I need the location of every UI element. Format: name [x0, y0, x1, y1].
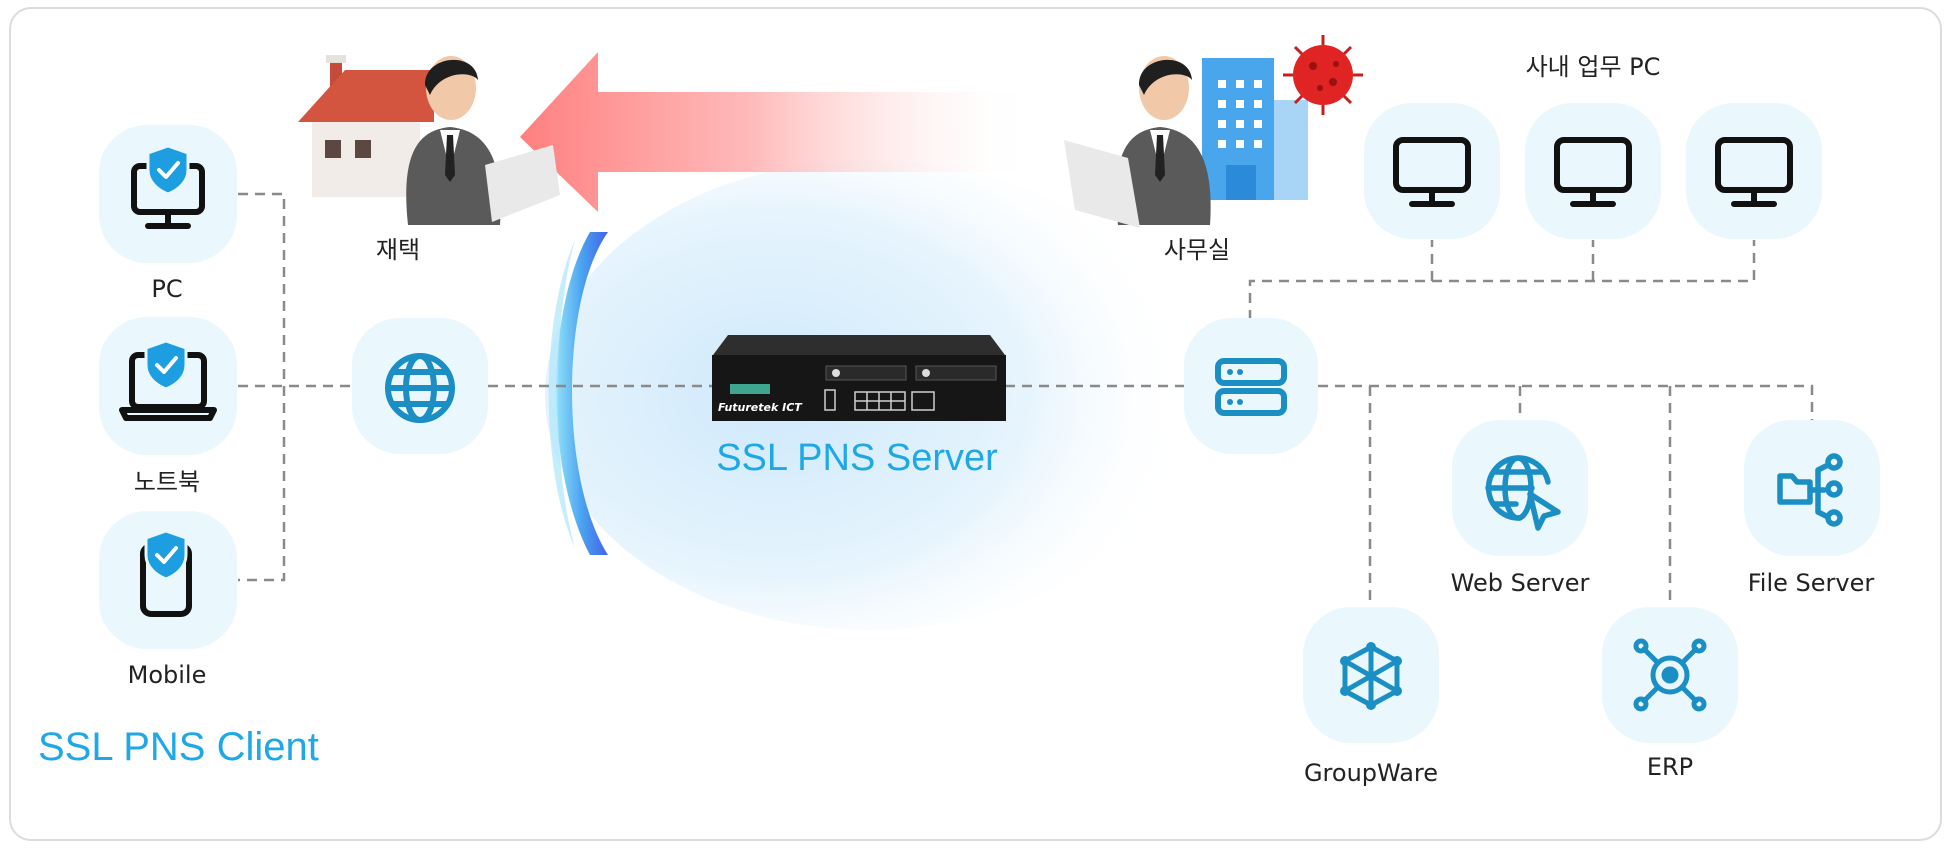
notebook-label: 노트북: [134, 468, 200, 496]
file-server-label: File Server: [1748, 569, 1875, 597]
mobile-node[interactable]: [99, 511, 237, 649]
gateway-server-node[interactable]: [1184, 318, 1318, 454]
worker-person-icon: [406, 56, 560, 225]
groupware-node[interactable]: [1303, 607, 1439, 743]
notebook-node[interactable]: [99, 317, 237, 455]
house-icon: [298, 55, 434, 197]
office-pc-node[interactable]: [1364, 103, 1500, 239]
device-brand: Futuretek ICT: [718, 401, 803, 414]
globe-icon: [385, 353, 455, 423]
pc-label: PC: [151, 275, 182, 303]
monitor-icon: [1715, 137, 1793, 207]
erp-label: ERP: [1647, 753, 1693, 781]
globe-cursor-icon: [1485, 455, 1561, 531]
hub-node-icon: [1633, 638, 1707, 712]
pc-node[interactable]: [99, 125, 237, 263]
virus-icon: [1283, 35, 1363, 115]
groupware-label: GroupWare: [1304, 759, 1438, 787]
server-title: SSL PNS Server: [716, 437, 998, 479]
office-pc-node[interactable]: [1686, 103, 1822, 239]
monitor-icon: [1554, 137, 1632, 207]
folder-network-icon: [1777, 453, 1843, 527]
client-title: SSL PNS Client: [38, 725, 319, 769]
server-rack-icon: [1215, 358, 1287, 416]
connections: [238, 192, 1814, 607]
monitor-icon: [1393, 137, 1471, 207]
worker-person-icon: [1064, 56, 1211, 228]
mobile-label: Mobile: [128, 661, 207, 689]
web-server-label: Web Server: [1451, 569, 1590, 597]
file-server-node[interactable]: [1744, 420, 1880, 556]
office-label: 사무실: [1164, 236, 1230, 264]
building-icon: [1202, 58, 1308, 200]
threat-arrow: [520, 52, 1040, 212]
office-pcs-label: 사내 업무 PC: [1526, 53, 1661, 81]
ssl-pns-server-device[interactable]: Futuretek ICT: [712, 335, 1006, 421]
home-label: 재택: [376, 236, 420, 264]
home-worker-illustration: [298, 55, 560, 225]
office-worker-illustration: [1064, 35, 1363, 228]
internet-node[interactable]: [352, 318, 488, 454]
office-pc-node[interactable]: [1525, 103, 1661, 239]
erp-node[interactable]: [1602, 607, 1738, 743]
shield-wave: [548, 232, 608, 555]
web-server-node[interactable]: [1452, 420, 1588, 556]
